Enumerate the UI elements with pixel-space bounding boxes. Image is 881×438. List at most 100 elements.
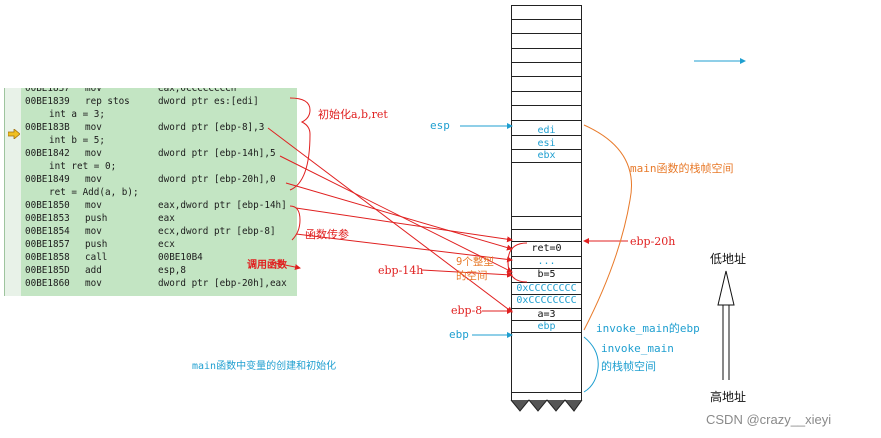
- stack-cell-cc2: 0xCCCCCCCC: [516, 295, 577, 306]
- stack-row-line: [511, 216, 582, 217]
- address-arrow-head: [717, 270, 735, 306]
- asm-address: 00BE1858: [25, 252, 70, 263]
- stack-cell-edi: edi: [537, 125, 556, 136]
- asm-opcode: mov: [85, 148, 102, 159]
- asm-opcode: push: [85, 239, 108, 250]
- ebp-minus-8-label: ebp-8: [451, 304, 483, 317]
- asm-address: 00BE1842: [25, 148, 70, 159]
- source-text: int b = 5;: [49, 135, 105, 146]
- brace-init: [289, 97, 311, 191]
- asm-address: 00BE1839: [25, 96, 70, 107]
- stack-row-line: [511, 392, 582, 393]
- stack-row-line: [511, 48, 582, 49]
- asm-operand: dword ptr [ebp-20h],0: [158, 174, 276, 185]
- asm-address: 00BE1857: [25, 239, 70, 250]
- gap-note: 9个整型的空间: [456, 256, 494, 282]
- source-text: int ret = 0;: [49, 161, 117, 172]
- arrow-call: [269, 261, 301, 270]
- asm-opcode: mov: [85, 88, 102, 94]
- stack-row-line: [511, 332, 582, 333]
- arrow-ret: [285, 182, 513, 251]
- stack-row-line: [511, 229, 582, 230]
- asm-opcode: mov: [85, 174, 102, 185]
- stack-row-line: [511, 241, 582, 242]
- asm-address: 00BE1854: [25, 226, 70, 237]
- main-frame-label: main函数的栈帧空间: [630, 162, 734, 175]
- stack-row-line: [511, 268, 582, 269]
- source-text: int a = 3;: [49, 109, 105, 120]
- brace-params: [289, 205, 301, 241]
- pass-args-label: 函数传参: [305, 228, 349, 241]
- asm-opcode: rep stos: [85, 96, 130, 107]
- asm-opcode: mov: [85, 200, 102, 211]
- stack-row-line: [511, 5, 582, 6]
- init-label: 初始化a,b,ret: [318, 108, 388, 121]
- asm-address: 00BE183B: [25, 122, 70, 133]
- stack-row-line: [511, 256, 582, 257]
- asm-operand: dword ptr es:[edi]: [158, 96, 259, 107]
- disassembly-panel: 00BE1837 mov eax,0CCCCCCCCh 00BE1839 rep sto…: [4, 88, 297, 296]
- high-address-label: 高地址: [710, 390, 747, 404]
- stack-row-line: [511, 149, 582, 150]
- source-line: int a = 3;: [25, 108, 105, 121]
- call-func-label: 调用函数: [247, 260, 287, 271]
- stack-cell-cc1: 0xCCCCCCCC: [516, 283, 577, 294]
- asm-operand: dword ptr [ebp-8],3: [158, 122, 265, 133]
- esp-label: esp: [430, 119, 450, 132]
- stack-row-line: [511, 76, 582, 77]
- asm-address: 00BE1837: [25, 88, 70, 94]
- invoke-main-frame-label-2: 的栈帧空间: [601, 360, 656, 373]
- stack-row-line: [511, 105, 582, 106]
- watermark: CSDN @crazy__xieyi: [706, 412, 832, 427]
- ebp-minus-14h-label: ebp-14h: [378, 264, 424, 277]
- stack-row-line: [511, 19, 582, 20]
- asm-opcode: push: [85, 213, 108, 224]
- stack-row-line: [511, 62, 582, 63]
- asm-address: 00BE1850: [25, 200, 70, 211]
- ebp-label: ebp: [449, 328, 469, 341]
- asm-operand: dword ptr [ebp-14h],5: [158, 148, 276, 159]
- stack-cell-ret: ret=0: [531, 243, 562, 254]
- source-line: ret = Add(a, b);: [25, 186, 139, 199]
- source-line: int b = 5;: [25, 134, 105, 147]
- source-text: ret = Add(a, b);: [49, 187, 139, 198]
- asm-operand: dword ptr [ebp-20h],eax: [158, 278, 287, 289]
- asm-address: 00BE1849: [25, 174, 70, 185]
- low-address-label: 低地址: [710, 252, 747, 266]
- asm-operand: eax,dword ptr [ebp-14h]: [158, 200, 287, 211]
- asm-address: 00BE185D: [25, 265, 70, 276]
- arrow-ebp-14h: [421, 269, 513, 278]
- gap-brace: [507, 242, 528, 283]
- stack-cell-b: b=5: [537, 269, 556, 280]
- stack-bottom-edge: [510, 399, 583, 412]
- asm-operand: 00BE10B4: [158, 252, 203, 263]
- asm-opcode: mov: [85, 226, 102, 237]
- asm-operand: eax,0CCCCCCCCh: [158, 88, 237, 94]
- asm-opcode: mov: [85, 278, 102, 289]
- arrow-b: [279, 155, 513, 273]
- asm-operand: eax: [158, 213, 175, 224]
- asm-address: 00BE1853: [25, 213, 70, 224]
- stack-cell-ebp: ebp: [537, 321, 556, 332]
- stack-cell-a: a=3: [537, 309, 556, 320]
- stack-row-line: [511, 308, 582, 309]
- asm-opcode: mov: [85, 122, 102, 133]
- stack-row-line: [511, 294, 582, 295]
- asm-operand: esp,8: [158, 265, 186, 276]
- stack-row-line: [511, 33, 582, 34]
- stack-row-line: [511, 120, 582, 121]
- invoke-main-brace: [583, 336, 599, 393]
- arrow-push-a: [295, 233, 513, 263]
- source-line: int ret = 0;: [25, 160, 116, 173]
- stack-row-line: [511, 91, 582, 92]
- current-line-arrow-icon: [7, 124, 21, 140]
- main-vars-caption: main函数中变量的创建和初始化: [192, 361, 337, 372]
- ebp-minus-20h-label: ebp-20h: [630, 235, 676, 248]
- stack-cell-dots: ...: [537, 256, 556, 267]
- asm-opcode: call: [85, 252, 108, 263]
- invoke-main-frame-label-1: invoke_main: [601, 342, 674, 355]
- breakpoint-gutter[interactable]: [5, 88, 21, 296]
- asm-operand: ecx,dword ptr [ebp-8]: [158, 226, 276, 237]
- arrow-push-b: [295, 207, 513, 243]
